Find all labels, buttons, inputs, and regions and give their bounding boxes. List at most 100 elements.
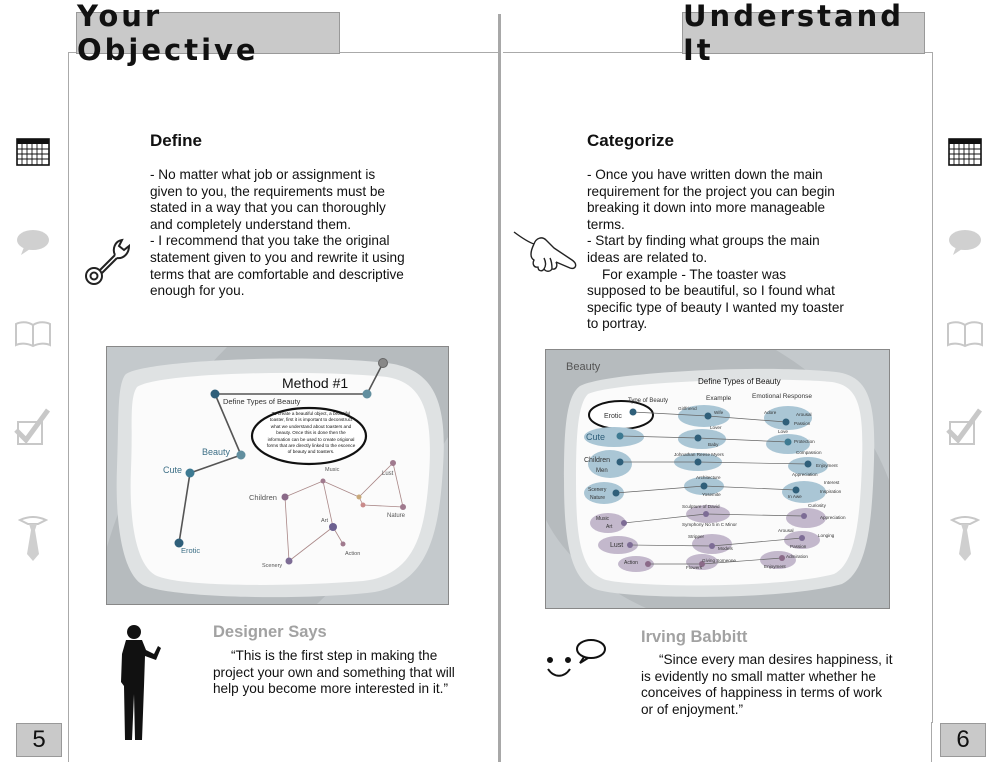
svg-text:Arousal: Arousal	[778, 528, 794, 533]
left-section-heading: Define	[150, 131, 202, 150]
svg-text:Longing: Longing	[818, 533, 835, 538]
svg-text:Nature: Nature	[590, 495, 605, 501]
node-scenery	[285, 557, 293, 565]
scenery-label: Scenery	[262, 563, 282, 569]
open-book-icon[interactable]	[946, 320, 984, 348]
pointing-hand-icon	[513, 231, 577, 272]
col-emotion-header: Emotional Response	[752, 393, 812, 400]
left-quote: “This is the first step in making the pr…	[213, 648, 455, 697]
speech-bubble-icon[interactable]	[948, 228, 982, 256]
svg-text:Yosemite: Yosemite	[702, 492, 721, 497]
smiley-speech-icon	[547, 639, 606, 677]
art-label: Art	[321, 518, 329, 524]
method-figure: Method #1 Define Types of Beauty Beauty …	[106, 346, 449, 605]
svg-text:Enjoyment: Enjoyment	[816, 463, 838, 468]
right-header: Understand It	[682, 0, 925, 67]
checkmark-icon[interactable]	[14, 408, 52, 448]
svg-text:Love: Love	[778, 429, 788, 434]
left-header: Your Objective	[76, 0, 340, 67]
node-mid	[356, 494, 362, 500]
svg-text:Passion: Passion	[790, 544, 807, 549]
right-page-bottom-edge	[931, 722, 932, 762]
svg-text:Inspiration: Inspiration	[820, 489, 842, 494]
node-top	[378, 358, 388, 368]
action-label: Action	[345, 551, 360, 557]
left-paragraph-2: - I recommend that you take the original…	[150, 233, 405, 299]
right-side-icons	[944, 130, 990, 570]
svg-text:Passion: Passion	[794, 421, 811, 426]
categorize-figure: Beauty Define Types of Beauty Type of Be…	[545, 349, 890, 609]
svg-text:Enjoyment: Enjoyment	[764, 564, 786, 569]
svg-text:Admiration: Admiration	[786, 554, 808, 559]
svg-text:Cute: Cute	[586, 432, 605, 442]
right-figure-title: Define Types of Beauty	[698, 377, 781, 386]
row-nodes	[612, 408, 812, 567]
node-define	[210, 389, 220, 399]
svg-text:Girlfriend: Girlfriend	[678, 406, 697, 411]
svg-text:Architecture: Architecture	[696, 475, 721, 480]
node-art	[329, 523, 337, 531]
node-beauty	[236, 450, 246, 460]
beauty-corner-label: Beauty	[566, 361, 601, 373]
right-paragraph-1: - Once you have written down the main re…	[587, 167, 835, 232]
left-page-bottom-edge	[68, 722, 69, 762]
main-connectors	[178, 362, 384, 544]
svg-text:Symphony No 5 in C Minor: Symphony No 5 in C Minor	[682, 522, 737, 527]
calendar-icon[interactable]	[948, 138, 982, 166]
svg-text:Flowers: Flowers	[686, 565, 703, 570]
svg-text:Erotic: Erotic	[604, 413, 622, 420]
right-quote: “Since every man desires happiness, it i…	[641, 652, 893, 717]
definition-note: To create a beautiful object, a beautifu…	[266, 411, 356, 455]
row-connectors	[615, 411, 809, 565]
svg-text:Action: Action	[624, 560, 638, 566]
node-children	[281, 493, 289, 501]
open-book-icon[interactable]	[14, 320, 52, 348]
cute-label: Cute	[163, 465, 182, 475]
method-diagram: Method #1 Define Types of Beauty Beauty …	[107, 347, 448, 604]
define-label: Define Types of Beauty	[223, 397, 301, 406]
categorize-diagram: Beauty Define Types of Beauty Type of Be…	[546, 350, 889, 608]
svg-text:Men: Men	[596, 468, 608, 474]
right-page-number: 6	[940, 723, 986, 757]
checkmark-icon[interactable]	[946, 408, 984, 448]
svg-text:Wife: Wife	[714, 410, 724, 415]
left-page-number: 5	[16, 723, 62, 757]
left-body-text: - No matter what job or assignment is gi…	[150, 167, 410, 300]
calendar-icon[interactable]	[16, 138, 50, 166]
svg-text:Lover: Lover	[710, 425, 722, 430]
node-cute	[185, 468, 195, 478]
node-music	[320, 478, 326, 484]
right-quote-title: Irving Babbitt	[641, 628, 748, 646]
svg-text:Baby: Baby	[708, 442, 719, 447]
bg-shape	[546, 520, 646, 608]
necktie-icon[interactable]	[950, 516, 980, 562]
node-method	[362, 389, 372, 399]
music-label: Music	[325, 467, 340, 473]
type-bubbles	[584, 400, 654, 572]
svg-text:In Awe: In Awe	[788, 494, 802, 499]
right-paragraph-3: For example - The toaster was supposed t…	[587, 266, 844, 332]
svg-text:Protection: Protection	[794, 439, 815, 444]
speech-bubble-icon[interactable]	[16, 228, 50, 256]
right-paragraph-2: - Start by finding what groups the main …	[587, 233, 820, 265]
svg-text:Curiosity: Curiosity	[808, 503, 827, 508]
lust-label: Lust	[382, 471, 394, 477]
svg-text:Sculpture of David: Sculpture of David	[682, 504, 720, 509]
svg-text:Johnathan Reese Myers: Johnathan Reese Myers	[674, 452, 724, 457]
method-nodes	[174, 358, 406, 565]
svg-text:Appreciation: Appreciation	[792, 472, 818, 477]
svg-text:Appreciation: Appreciation	[820, 515, 846, 520]
left-side-icons	[10, 130, 56, 570]
necktie-icon[interactable]	[18, 516, 48, 562]
svg-text:Models: Models	[718, 546, 734, 551]
right-body-text: - Once you have written down the main re…	[587, 167, 847, 333]
wrench-icon	[85, 238, 131, 285]
designer-silhouette-icon	[121, 625, 161, 740]
col-example-header: Example	[706, 395, 732, 402]
left-paragraph-1: - No matter what job or assignment is gi…	[150, 167, 386, 232]
node-action	[340, 541, 346, 547]
left-quote-title: Designer Says	[213, 623, 327, 641]
node-nature	[400, 504, 406, 510]
svg-text:Music: Music	[596, 516, 610, 522]
svg-text:Stripper: Stripper	[688, 534, 705, 539]
